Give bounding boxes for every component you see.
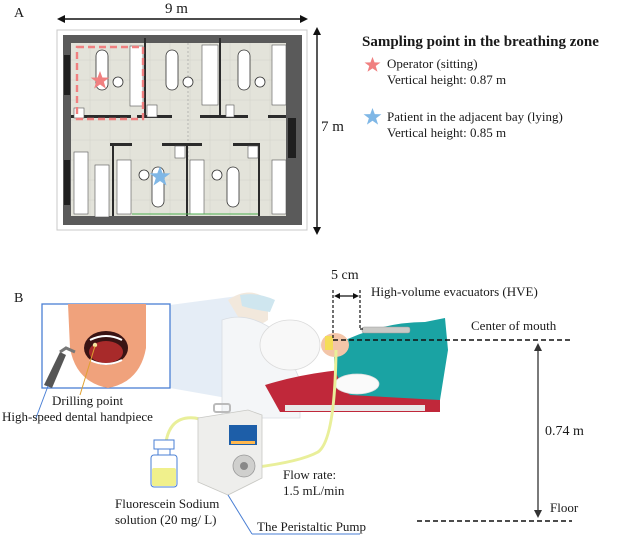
zoom-projection bbox=[170, 296, 238, 400]
center-of-mouth-label: Center of mouth bbox=[471, 318, 557, 333]
height-dimension-arrow bbox=[313, 27, 321, 235]
drilling-point-label: Drilling point bbox=[52, 393, 124, 408]
tubing-outlet bbox=[249, 349, 338, 470]
peristaltic-pump bbox=[197, 403, 263, 496]
patient-star-icon bbox=[149, 165, 171, 187]
operator-bay-highlight bbox=[75, 45, 145, 121]
legend-operator-detail: Vertical height: 0.87 m bbox=[387, 72, 507, 87]
legend-operator-star-icon bbox=[364, 56, 381, 73]
handpiece-label: High-speed dental handpiece bbox=[2, 409, 153, 424]
hve-distance-label: 5 cm bbox=[331, 268, 359, 283]
solution-label-line1: Fluorescein Sodium bbox=[115, 496, 220, 511]
height-dimension-label: 7 m bbox=[321, 119, 344, 135]
hve-label: High-volume evacuators (HVE) bbox=[371, 284, 538, 299]
operator-star-icon bbox=[90, 70, 110, 90]
flow-rate-value: 1.5 mL/min bbox=[283, 483, 345, 498]
fluorescein-bottle bbox=[150, 439, 178, 488]
legend-title: Sampling point in the breathing zone bbox=[362, 34, 599, 50]
width-dimension-arrow bbox=[57, 15, 308, 23]
height-074-label: 0.74 m bbox=[545, 424, 584, 439]
floor-label: Floor bbox=[550, 500, 579, 515]
legend-patient-name: Patient in the adjacent bay (lying) bbox=[387, 109, 563, 124]
solution-label-line2: solution (20 mg/ L) bbox=[115, 512, 217, 527]
panel-a-label: A bbox=[14, 6, 25, 21]
handpiece-body bbox=[44, 352, 66, 388]
legend-operator-name: Operator (sitting) bbox=[387, 56, 478, 71]
legend-patient-star-icon bbox=[363, 107, 382, 126]
hve-device bbox=[361, 326, 411, 334]
flow-rate-label: Flow rate: bbox=[283, 467, 337, 482]
legend-patient-detail: Vertical height: 0.85 m bbox=[387, 125, 507, 140]
peristaltic-pump-label: The Peristaltic Pump bbox=[257, 519, 367, 534]
width-dimension-label: 9 m bbox=[165, 1, 188, 17]
panel-b-label: B bbox=[14, 291, 24, 306]
